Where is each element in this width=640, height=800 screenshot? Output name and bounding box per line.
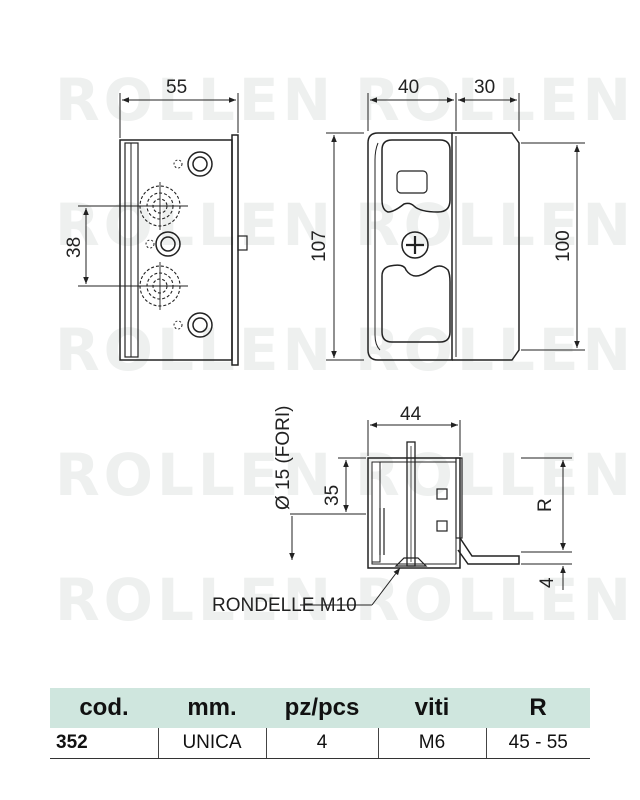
dim-radius: R: [535, 498, 556, 512]
cell-viti: M6: [377, 728, 487, 759]
washer-label: RONDELLE M10: [212, 595, 357, 616]
section-view: [367, 441, 520, 569]
watermark-group: ROLLEN ROLLEN ROLLEN ROLLEN ROLLEN ROLLE…: [55, 66, 635, 634]
watermark: ROLLEN: [55, 316, 335, 384]
header-r: R: [486, 688, 590, 728]
watermark: ROLLEN: [55, 441, 335, 509]
header-viti: viti: [378, 688, 486, 728]
side-dims: [326, 93, 585, 361]
dim-hole-depth: 35: [322, 485, 343, 506]
watermark: ROLLEN: [55, 566, 335, 634]
watermark: ROLLEN: [355, 441, 635, 509]
dim-height-inner: 100: [553, 230, 574, 262]
header-cod: cod.: [50, 688, 158, 728]
watermark: ROLLEN: [355, 566, 635, 634]
dim-front-width: 55: [166, 77, 187, 98]
dim-plate-thickness: 4: [537, 577, 558, 588]
header-mm: mm.: [158, 688, 266, 728]
dim-top-left: 40: [398, 77, 419, 98]
dim-height-total: 107: [309, 230, 330, 262]
front-dims: [78, 93, 239, 287]
table-header-row: cod. mm. pz/pcs viti R: [50, 688, 590, 728]
dim-hole-label: Ø 15 (FORI): [273, 405, 294, 510]
dim-section-width: 44: [400, 404, 422, 425]
table-row: 352 UNICA 4 M6 45 - 55: [50, 728, 590, 759]
watermark: ROLLEN: [355, 316, 635, 384]
front-view: [119, 134, 248, 366]
cell-cod: 352: [50, 728, 159, 759]
technical-drawing: ROLLEN ROLLEN ROLLEN ROLLEN ROLLEN ROLLE…: [55, 66, 635, 634]
cell-pz: 4: [265, 728, 379, 759]
watermark: ROLLEN: [55, 191, 335, 259]
side-view: [367, 132, 520, 361]
spec-table: cod. mm. pz/pcs viti R 352 UNICA 4 M6 45…: [50, 688, 590, 759]
dim-hole-spacing: 38: [64, 237, 85, 258]
dim-top-right: 30: [474, 77, 495, 98]
section-dims: [289, 420, 572, 606]
cell-r: 45 - 55: [485, 728, 590, 759]
cell-mm: UNICA: [157, 728, 267, 759]
header-pz: pz/pcs: [266, 688, 378, 728]
watermark: ROLLEN: [355, 191, 635, 259]
